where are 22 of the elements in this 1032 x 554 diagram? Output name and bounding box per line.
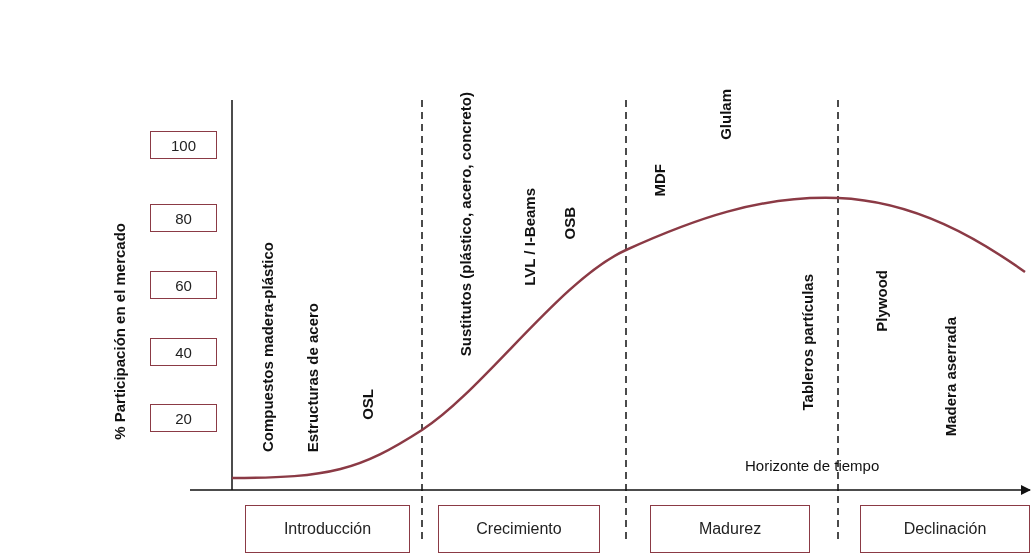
product-label: Madera aserrada xyxy=(942,316,960,436)
product-label: OSL xyxy=(359,389,377,420)
product-label: LVL / I-Beams xyxy=(521,188,539,286)
scale-value: 60 xyxy=(150,271,217,299)
product-label: Tableros partículas xyxy=(799,273,817,410)
axis-title: % Participación en el mercado xyxy=(111,223,129,440)
phase-box: Crecimiento xyxy=(438,505,600,553)
product-label: Plywood xyxy=(873,270,891,332)
phase-box: Madurez xyxy=(650,505,810,553)
axis-title: Horizonte de tiempo xyxy=(745,457,880,474)
product-label: Sustitutos (plástico, acero, concreto) xyxy=(457,91,475,356)
product-label: OSB xyxy=(561,207,579,240)
product-label: Estructuras de acero xyxy=(304,302,322,452)
product-label: Glulam xyxy=(717,89,735,140)
scale-value: 20 xyxy=(150,404,217,432)
product-label: MDF xyxy=(651,163,669,196)
phase-box: Declinación xyxy=(860,505,1030,553)
scale-value: 40 xyxy=(150,338,217,366)
scale-value: 100 xyxy=(150,131,217,159)
scale-value: 80 xyxy=(150,204,217,232)
phase-box: Introducción xyxy=(245,505,410,553)
product-label: Compuestos madera-plástico xyxy=(259,241,277,452)
